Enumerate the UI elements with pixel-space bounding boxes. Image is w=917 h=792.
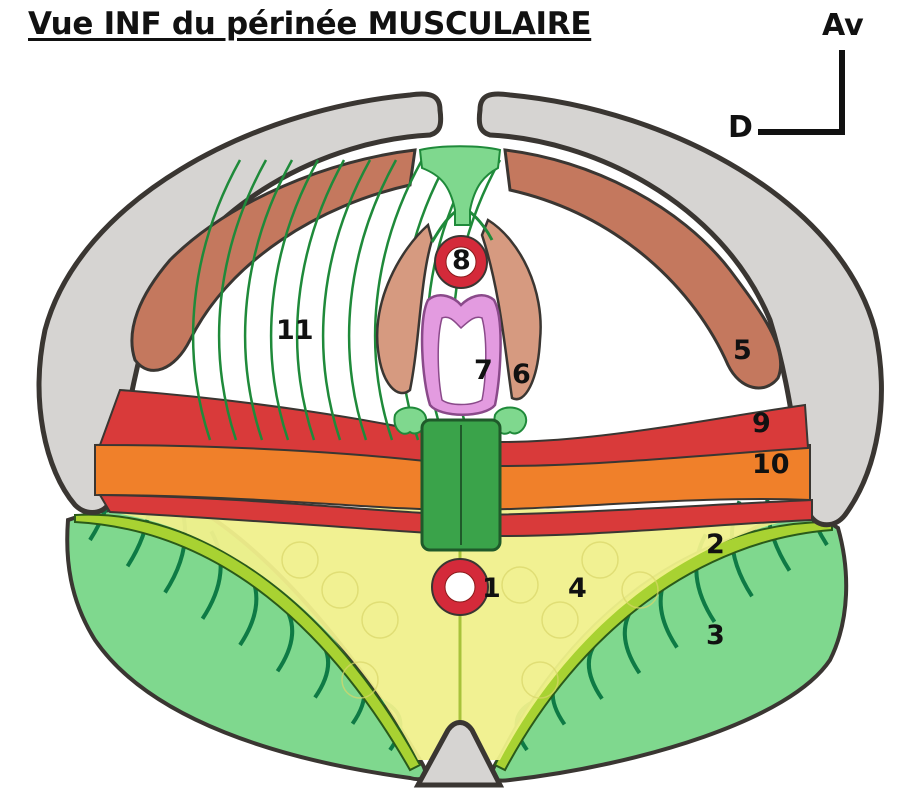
label-1: 1 bbox=[482, 575, 501, 602]
label-6: 6 bbox=[512, 361, 531, 388]
diagram-title: Vue INF du périnée MUSCULAIRE bbox=[28, 6, 591, 42]
label-9: 9 bbox=[752, 410, 771, 437]
anterior-label: Av bbox=[822, 8, 864, 43]
label-10: 10 bbox=[752, 451, 790, 478]
label-4: 4 bbox=[568, 575, 587, 602]
label-5: 5 bbox=[733, 337, 752, 364]
right-label: D bbox=[728, 110, 753, 145]
label-8: 8 bbox=[452, 247, 471, 274]
orientation-indicator bbox=[758, 50, 842, 132]
label-2: 2 bbox=[706, 531, 725, 558]
label-3: 3 bbox=[706, 622, 725, 649]
label-7: 7 bbox=[474, 357, 493, 384]
label-11: 11 bbox=[276, 317, 314, 344]
anus bbox=[432, 559, 488, 615]
